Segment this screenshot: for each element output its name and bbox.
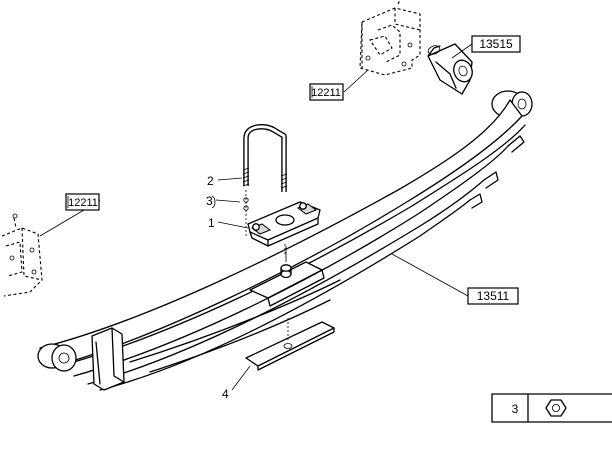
hex-nut-icon — [545, 399, 567, 417]
u-bolt-part — [242, 123, 288, 236]
callout-item-3: 3 — [206, 194, 213, 208]
callout-text: 13515 — [479, 37, 513, 51]
callout-ref-13515: 13515 — [471, 35, 521, 53]
front-spring-hanger-bracket — [1, 213, 43, 297]
u-bolt-plate-part — [247, 201, 321, 256]
leader-lines — [39, 43, 473, 391]
callout-ref-12211-top: 12211 — [309, 83, 344, 101]
rear-spring-hanger-bracket — [359, 0, 421, 76]
spring-pad-part — [245, 318, 335, 371]
callout-ref-12211-left: 12211 — [65, 193, 100, 211]
nuts-part — [243, 197, 249, 211]
spring-shackle-part — [427, 43, 473, 95]
callout-text: 12211 — [311, 87, 341, 99]
leaf-spring-assembly — [37, 90, 533, 391]
callout-item-4: 4 — [222, 387, 229, 401]
parts-quantity-table: 3 — [491, 393, 612, 423]
callout-text: 12211 — [68, 197, 98, 209]
callout-text: 13511 — [477, 289, 510, 303]
callout-item-1: 1 — [208, 216, 215, 230]
callout-ref-13511: 13511 — [467, 287, 519, 305]
table-qty-cell: 3 — [512, 402, 519, 416]
callout-item-2: 2 — [207, 174, 214, 188]
